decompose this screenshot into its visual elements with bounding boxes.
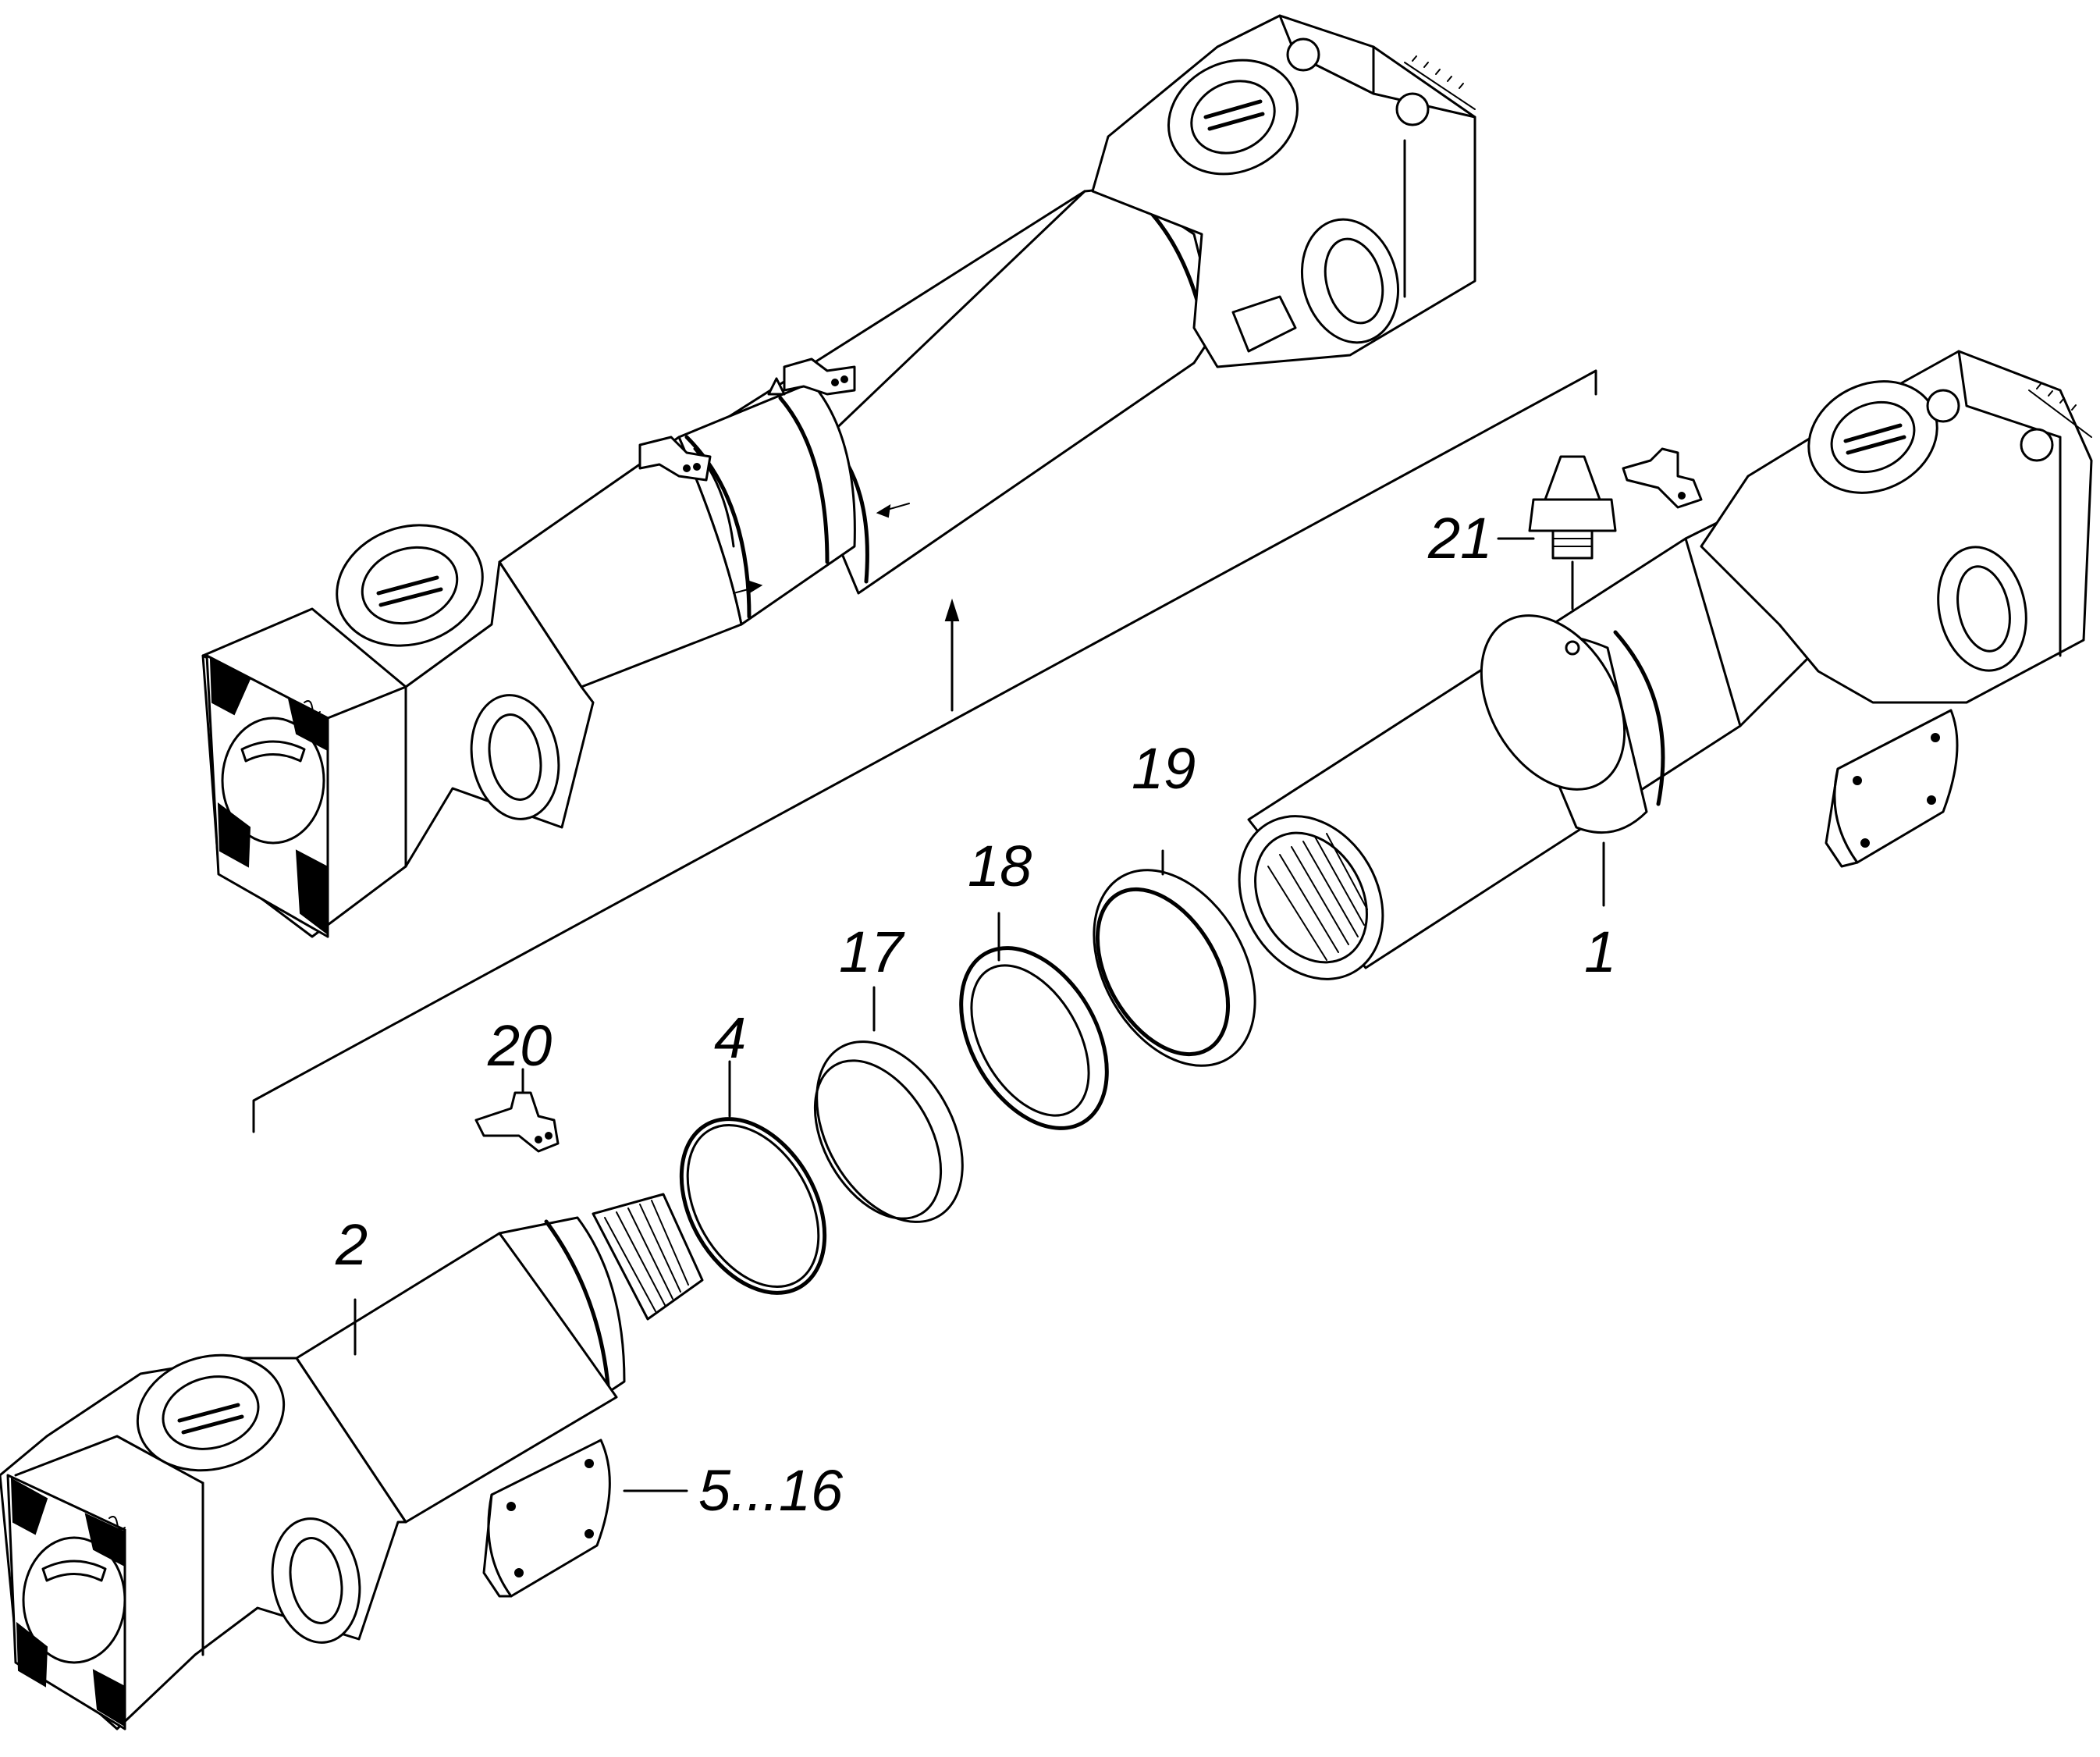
callout-20: 20 [487,1013,552,1078]
part-18-seal [959,912,1109,1130]
clamp-right [1622,447,1703,509]
callout-21: 21 [1427,506,1492,571]
assembly-bracket [252,369,1597,1133]
part-20-clamp [474,1068,560,1153]
balance-plates-5-16 [482,1439,688,1598]
part-19-ring [1093,849,1256,1067]
callout-5-16: 5...16 [698,1458,844,1523]
callout-18: 18 [968,834,1032,898]
callout-19: 19 [1132,736,1196,801]
part-2-shaft-yoke [0,1193,704,1730]
part-21-grease-nipple [1497,455,1617,610]
part-1-sleeve-yoke [1238,350,2093,980]
callout-17: 17 [839,919,905,984]
part-17-ring [813,986,964,1223]
callout-4: 4 [714,1005,746,1070]
balance-plate-right [1825,709,1959,868]
callout-2: 2 [335,1212,368,1277]
part-4-o-ring [679,1060,827,1295]
callout-1: 1 [1584,919,1616,984]
assembled-driveshaft [201,14,1476,938]
